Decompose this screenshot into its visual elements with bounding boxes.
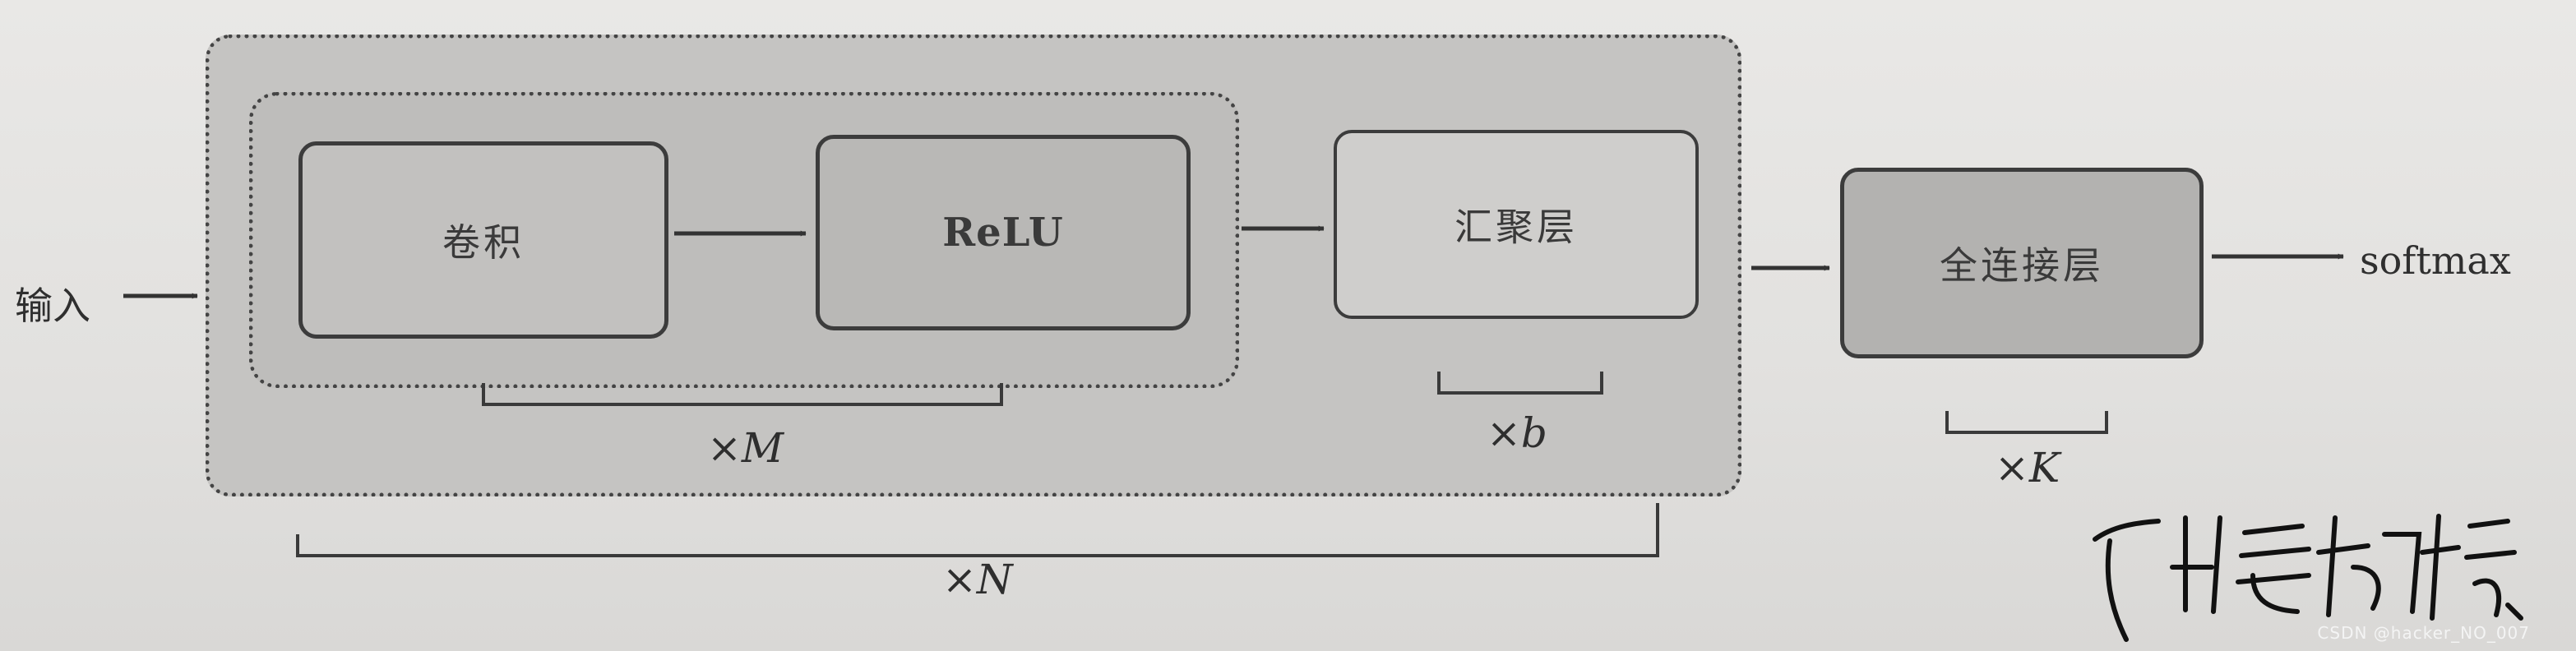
bracket-m [482,383,1003,406]
repeat-m-label: ×M [707,424,784,472]
handwritten-note-marks [2093,514,2523,642]
relu-label: ReLU [942,210,1064,256]
pooling-node: 汇聚层 [1334,130,1699,319]
fully-connected-label: 全连接层 [1940,243,2104,288]
pooling-label: 汇聚层 [1454,205,1578,249]
repeat-k-label: ×K [1995,444,2060,492]
bracket-n [296,503,1659,557]
watermark: CSDN @hacker_NO_007 [2317,623,2530,643]
bracket-b [1437,372,1603,395]
output-label: softmax [2360,238,2511,283]
repeat-b-label: ×b [1487,409,1547,457]
relu-node: ReLU [816,135,1191,330]
input-label: 输入 [15,284,90,328]
bracket-k [1945,411,2108,434]
conv-node: 卷积 [298,141,668,339]
fully-connected-node: 全连接层 [1840,168,2204,358]
conv-label: 卷积 [442,220,525,265]
repeat-n-label: ×N [942,556,1013,603]
